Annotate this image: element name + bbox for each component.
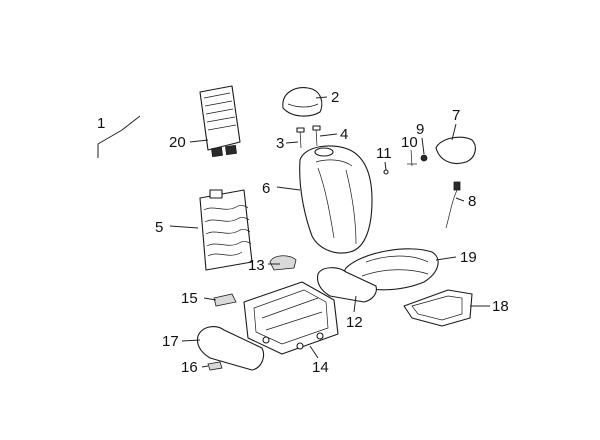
callout-labels: 1 2 3 4 5 6 7 8 9 10 11 12 13 14 15 16 1… <box>97 89 509 376</box>
callout-14: 14 <box>312 359 329 376</box>
callout-4: 4 <box>340 126 348 143</box>
part-13-bracket <box>269 255 297 271</box>
leader-1 <box>97 115 141 158</box>
part-11-clip <box>383 169 389 175</box>
leader-9 <box>421 137 425 155</box>
part-15-bracket <box>213 293 237 307</box>
part-18-cushion-pan <box>403 289 473 327</box>
leader-14 <box>309 345 319 359</box>
part-8-cable-assembly <box>445 181 461 229</box>
callout-8: 8 <box>468 193 476 210</box>
leader-6 <box>276 186 301 191</box>
part-6-seatback-cushion <box>299 145 373 254</box>
part-7-side-trim-cover <box>435 136 476 165</box>
leader-11 <box>384 161 387 171</box>
leader-7 <box>451 123 457 141</box>
leader-8 <box>455 197 465 202</box>
callout-7: 7 <box>452 107 460 124</box>
callout-20: 20 <box>169 134 186 151</box>
leader-5 <box>169 225 199 229</box>
part-16-trim-piece <box>207 361 223 371</box>
part-4-headrest-guide <box>312 125 321 147</box>
callout-6: 6 <box>262 180 270 197</box>
leader-lines <box>97 96 490 368</box>
leader-17 <box>181 339 201 342</box>
leader-20 <box>189 139 209 143</box>
callout-5: 5 <box>155 219 163 236</box>
part-10-bolt <box>407 149 417 167</box>
callout-11: 11 <box>376 145 392 162</box>
leader-19 <box>435 256 457 261</box>
callout-10: 10 <box>401 134 418 151</box>
leader-4 <box>319 133 338 137</box>
callout-16: 16 <box>181 359 198 376</box>
callout-2: 2 <box>331 89 339 106</box>
callout-17: 17 <box>162 333 179 350</box>
part-17-side-panel-trim <box>196 326 265 371</box>
leader-12 <box>353 295 357 313</box>
callout-1: 1 <box>97 115 105 132</box>
callout-15: 15 <box>181 290 198 307</box>
callout-9: 9 <box>416 121 424 138</box>
leader-3 <box>285 141 299 144</box>
part-2-headrest <box>282 87 323 117</box>
part-3-headrest-guide <box>296 127 305 149</box>
part-12-side-shield <box>316 267 377 303</box>
part-5-seatback-frame <box>199 189 253 271</box>
callout-19: 19 <box>460 249 477 266</box>
callout-13: 13 <box>248 257 265 274</box>
part-19-seat-cushion <box>343 248 439 291</box>
part-20-seatback-panel <box>199 85 241 158</box>
callout-3: 3 <box>276 135 284 152</box>
part-14-seat-track <box>243 281 339 355</box>
leader-2 <box>315 96 328 99</box>
callout-12: 12 <box>346 314 363 331</box>
leader-16 <box>201 365 209 368</box>
part-9-fastener <box>420 154 428 162</box>
callout-18: 18 <box>492 298 509 315</box>
leader-15 <box>203 297 217 301</box>
